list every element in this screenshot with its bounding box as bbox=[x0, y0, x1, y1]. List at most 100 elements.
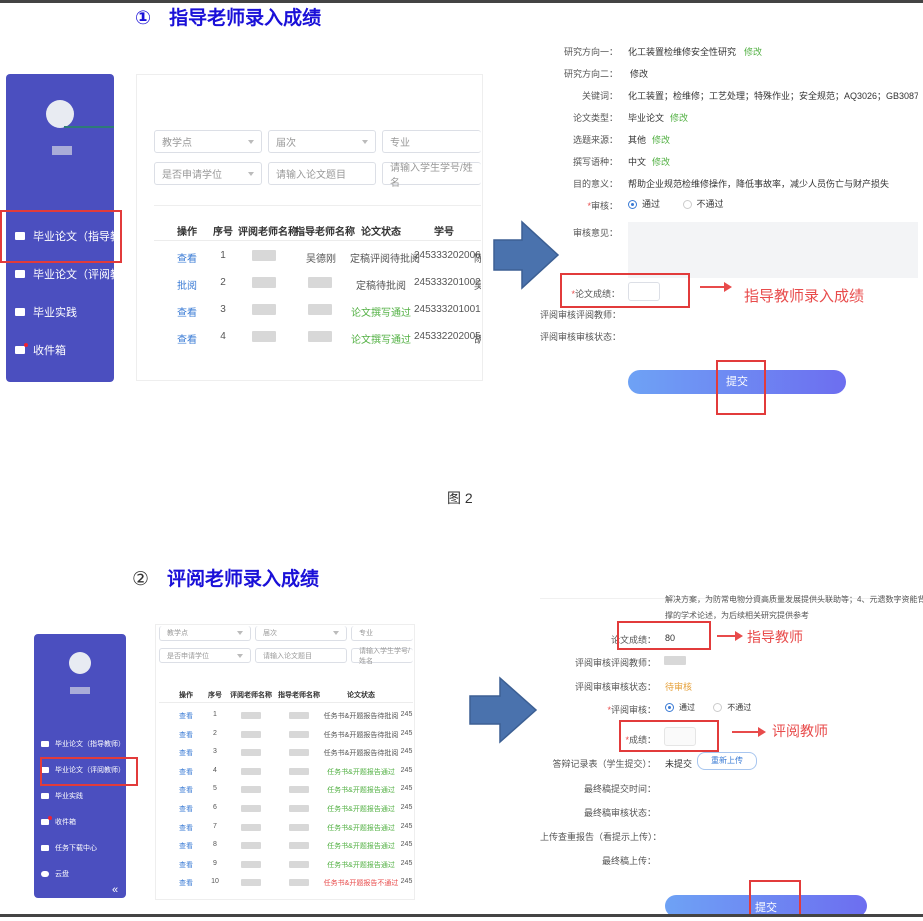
thesis-title-input[interactable]: 请输入论文题目 bbox=[268, 162, 376, 185]
user-name-blurred bbox=[52, 146, 72, 155]
keywords-value: 化工装置；检维修；工艺处理；特殊作业；安全规范；AQ3026；GB30871；盲… bbox=[628, 91, 918, 101]
chevron-down-icon bbox=[248, 171, 254, 176]
briefcase-icon bbox=[15, 232, 25, 240]
sidebar-item-label: 毕业论文（指导教师） bbox=[33, 231, 143, 243]
view-link[interactable]: 查看 bbox=[177, 254, 197, 265]
student-search-input[interactable]: 请输入学生学号/姓名 bbox=[382, 162, 481, 189]
field-label: 研究方向一： bbox=[563, 47, 618, 57]
chevron-down-icon bbox=[333, 631, 339, 635]
redacted-name bbox=[241, 823, 261, 831]
defense-record-value: 未提交 bbox=[665, 759, 693, 769]
redacted-name bbox=[241, 805, 261, 812]
sidebar-item-label: 毕业实践 bbox=[55, 793, 83, 800]
sidebar-item-advisor-thesis[interactable]: 毕业论文（指导教师） bbox=[41, 739, 125, 749]
grade-input[interactable] bbox=[664, 727, 696, 746]
sidebar-item-reviewer-thesis[interactable]: 毕业论文（评阅教师） bbox=[41, 765, 125, 775]
redacted-name bbox=[252, 250, 276, 261]
field-label: 论文成绩： bbox=[610, 635, 656, 645]
filter-major[interactable]: 专业 bbox=[351, 626, 413, 641]
filter-session[interactable]: 届次 bbox=[255, 626, 347, 641]
sidebar-item-label: 云盘 bbox=[55, 871, 69, 878]
topic-source: 其他修改 bbox=[628, 135, 671, 145]
redacted-name bbox=[252, 277, 276, 288]
table-cell: 245 bbox=[400, 729, 413, 737]
edit-link[interactable]: 修改 bbox=[670, 113, 689, 123]
view-link[interactable]: 查看 bbox=[179, 768, 193, 776]
radio-fail[interactable]: 不通过 bbox=[682, 199, 724, 210]
score-input[interactable] bbox=[628, 282, 660, 301]
review-link[interactable]: 批阅 bbox=[177, 281, 197, 292]
radio-fail[interactable]: 不通过 bbox=[713, 703, 751, 713]
collapse-icon[interactable]: « bbox=[112, 884, 119, 896]
filter-teaching-point[interactable]: 教学点 bbox=[159, 626, 251, 641]
sidebar-item-practice[interactable]: 毕业实践 bbox=[41, 791, 83, 801]
column-header: 序号 bbox=[213, 227, 233, 238]
edit-link[interactable]: 修改 bbox=[652, 157, 671, 167]
sidebar-item-inbox[interactable]: 收件箱 bbox=[41, 816, 76, 827]
sidebar-item-label: 毕业论文（评阅教师） bbox=[55, 767, 125, 774]
column-header: 论文状态 bbox=[347, 692, 375, 699]
edit-link[interactable]: 修改 bbox=[652, 135, 671, 145]
filter-major[interactable]: 专业 bbox=[382, 130, 481, 153]
sidebar-item-reviewer-thesis[interactable]: 毕业论文（评阅教师） bbox=[15, 266, 143, 282]
view-link[interactable]: 查看 bbox=[179, 824, 193, 832]
filter-session[interactable]: 届次 bbox=[268, 130, 376, 153]
flow-arrow-icon bbox=[469, 676, 538, 744]
filter-degree[interactable]: 是否申请学位 bbox=[154, 162, 262, 185]
table-cell: 245 bbox=[400, 785, 413, 793]
briefcase-icon bbox=[41, 767, 49, 773]
table-cell: 10 bbox=[211, 878, 219, 886]
sidebar-item-download-center[interactable]: 任务下载中心 bbox=[41, 843, 97, 853]
view-link[interactable]: 查看 bbox=[179, 713, 193, 720]
review-audit-label: *评阅审核： bbox=[607, 705, 656, 715]
section2-number: ② bbox=[132, 569, 150, 590]
audit-opinion-textarea[interactable] bbox=[628, 222, 918, 278]
field-label: 论文类型： bbox=[572, 113, 618, 123]
redacted-name bbox=[241, 786, 261, 794]
sidebar-item-label: 收件箱 bbox=[55, 819, 76, 826]
sidebar-item-cloud[interactable]: 云盘 bbox=[41, 869, 69, 879]
submit-button[interactable]: 提交 bbox=[665, 895, 867, 917]
grade-label: *成绩： bbox=[625, 735, 656, 745]
view-link[interactable]: 查看 bbox=[179, 861, 193, 869]
radio-checked-icon bbox=[628, 200, 637, 210]
filter-teaching-point[interactable]: 教学点 bbox=[154, 130, 262, 153]
view-link[interactable]: 查看 bbox=[177, 335, 197, 346]
view-link[interactable]: 查看 bbox=[177, 308, 197, 319]
briefcase-icon bbox=[41, 793, 49, 799]
table-cell: 论文撰写通过 bbox=[351, 335, 411, 346]
view-link[interactable]: 查看 bbox=[179, 880, 193, 888]
redacted-name bbox=[241, 767, 261, 775]
thesis-title-input[interactable]: 请输入论文题目 bbox=[255, 648, 347, 663]
view-link[interactable]: 查看 bbox=[179, 750, 193, 758]
table-cell: 论文撰写通过 bbox=[351, 308, 411, 319]
radio-pass[interactable]: 通过 bbox=[665, 703, 695, 713]
filter-degree[interactable]: 是否申请学位 bbox=[159, 648, 251, 663]
submit-button[interactable]: 提交 bbox=[628, 370, 846, 394]
sidebar-item-advisor-thesis[interactable]: 毕业论文（指导教师） bbox=[15, 228, 143, 244]
table-cell: 陈 bbox=[474, 254, 481, 265]
view-link[interactable]: 查看 bbox=[179, 787, 193, 795]
view-link[interactable]: 查看 bbox=[179, 843, 193, 851]
radio-pass[interactable]: 通过 bbox=[628, 199, 660, 210]
redacted-name bbox=[289, 730, 309, 738]
sidebar-item-inbox[interactable]: 收件箱 bbox=[15, 342, 66, 358]
student-search-input[interactable]: 请输入学生学号/姓名 bbox=[351, 648, 413, 665]
table-cell: 245332202005 bbox=[414, 331, 481, 342]
view-link[interactable]: 查看 bbox=[179, 731, 193, 739]
table-cell: 4 bbox=[213, 766, 217, 774]
highlight-box bbox=[749, 880, 801, 917]
thesis-type: 毕业论文修改 bbox=[628, 113, 689, 123]
column-header: 学号 bbox=[434, 227, 454, 238]
sidebar-2: 毕业论文（指导教师） 毕业论文（评阅教师） 毕业实践 收件箱 任务下载中心 云盘… bbox=[34, 634, 126, 898]
edit-link[interactable]: 修改 bbox=[630, 69, 649, 79]
sidebar-item-practice[interactable]: 毕业实践 bbox=[15, 304, 77, 320]
redacted-name bbox=[252, 304, 276, 315]
redacted-name bbox=[308, 277, 332, 288]
radio-checked-icon bbox=[665, 703, 674, 713]
view-link[interactable]: 查看 bbox=[179, 806, 193, 813]
score-label: *论文成绩： bbox=[571, 289, 620, 299]
reupload-button[interactable]: 重新上传 bbox=[697, 752, 757, 770]
edit-link[interactable]: 修改 bbox=[744, 47, 763, 57]
annotation-advisor-score: 指导教师录入成绩 bbox=[744, 288, 865, 305]
